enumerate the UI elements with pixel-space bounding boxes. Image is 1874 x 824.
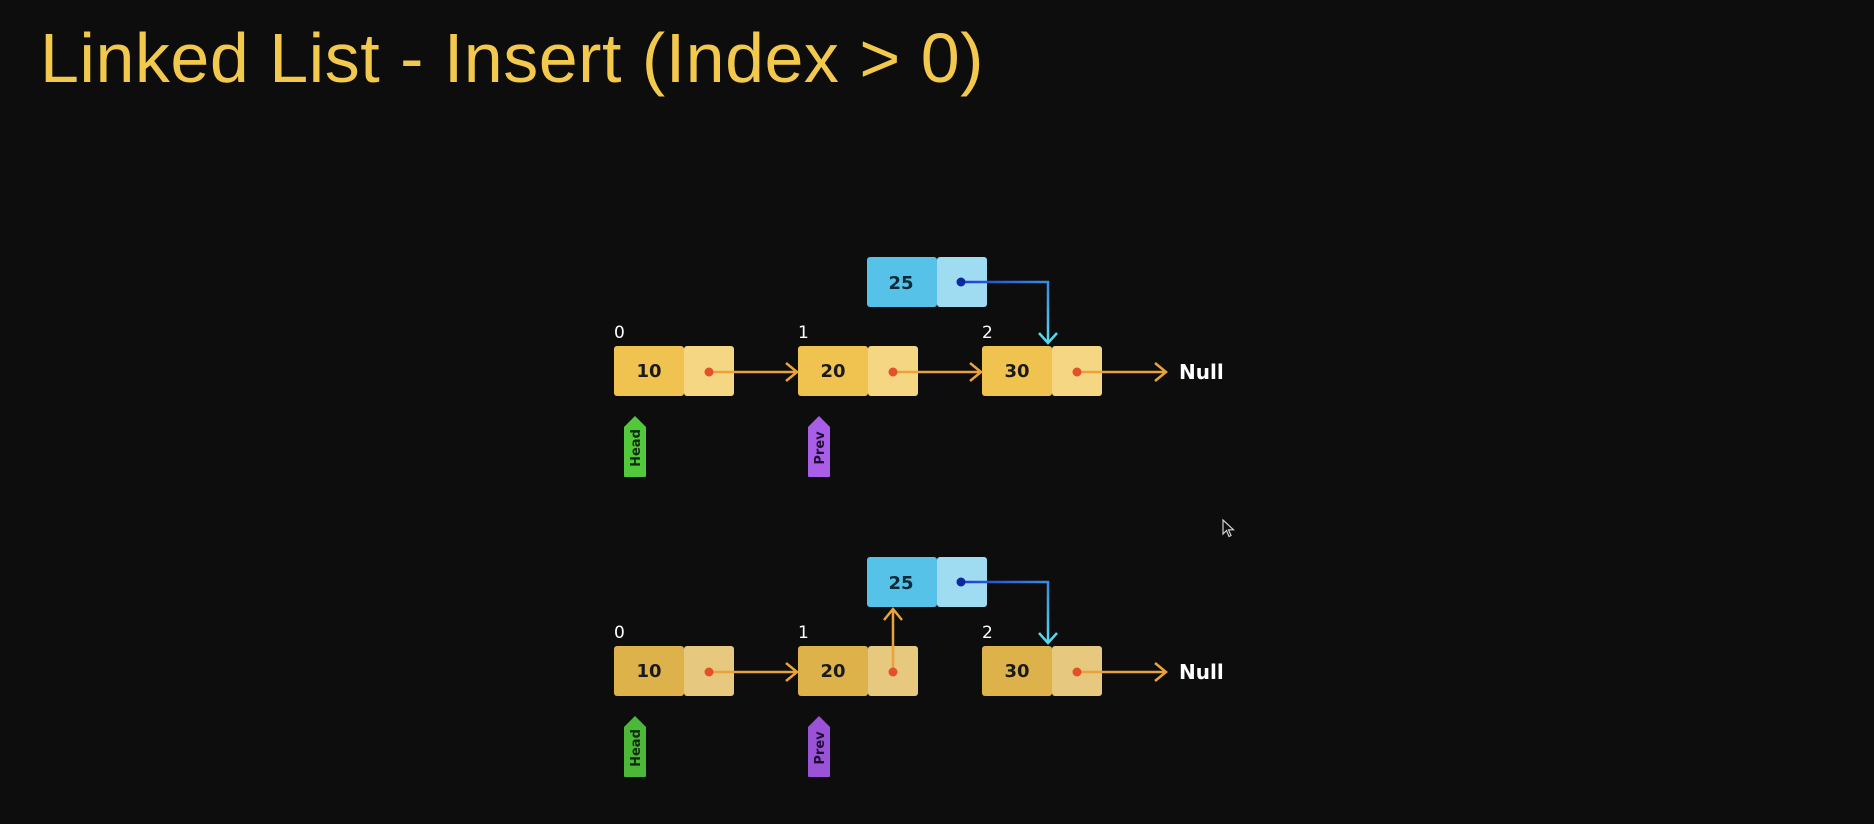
head-label: Head xyxy=(629,729,644,767)
null-label: Null xyxy=(1179,660,1224,684)
pointer-dot xyxy=(1072,367,1082,377)
pointer-arrow xyxy=(709,362,799,382)
page-title: Linked List - Insert (Index > 0) xyxy=(40,19,984,97)
head-tag: Head xyxy=(624,716,646,777)
null-label: Null xyxy=(1179,360,1224,384)
pointer-arrow xyxy=(893,362,983,382)
node-value: 25 xyxy=(888,273,913,294)
node: 10 xyxy=(614,346,734,396)
pointer-arrow xyxy=(1077,362,1168,382)
new-node: 25 xyxy=(867,257,987,307)
pointer-arrow xyxy=(1077,662,1168,682)
index-label: 1 xyxy=(798,323,809,343)
node-value: 10 xyxy=(636,361,661,382)
pointer-arrow xyxy=(709,662,799,682)
node-value: 30 xyxy=(1004,361,1029,382)
diagram-before: 0 1 2 10 20 30 xyxy=(614,257,1224,477)
pointer-arrow xyxy=(883,607,903,672)
mouse-cursor-icon xyxy=(1222,519,1236,538)
node-value: 20 xyxy=(820,361,845,382)
new-node-pointer-arrow xyxy=(961,580,1058,645)
node-value: 10 xyxy=(636,661,661,682)
prev-tag: Prev xyxy=(808,416,830,477)
index-label: 0 xyxy=(614,623,625,643)
index-label: 2 xyxy=(982,623,993,643)
node-value: 20 xyxy=(820,661,845,682)
index-label: 1 xyxy=(798,623,809,643)
pointer-dot xyxy=(704,667,714,677)
pointer-dot xyxy=(888,667,898,677)
pointer-dot xyxy=(888,367,898,377)
node-value: 30 xyxy=(1004,661,1029,682)
pointer-dot xyxy=(956,577,966,587)
diagram-after: 0 1 2 10 20 30 xyxy=(614,557,1224,777)
prev-tag: Prev xyxy=(808,716,830,777)
prev-label: Prev xyxy=(813,731,828,765)
node-value: 25 xyxy=(888,573,913,594)
pointer-dot xyxy=(704,367,714,377)
head-label: Head xyxy=(629,429,644,467)
index-label: 2 xyxy=(982,323,993,343)
pointer-dot xyxy=(1072,667,1082,677)
new-node-pointer-arrow xyxy=(961,280,1058,345)
index-label: 0 xyxy=(614,323,625,343)
head-tag: Head xyxy=(624,416,646,477)
prev-label: Prev xyxy=(813,431,828,465)
node: 20 xyxy=(798,646,918,696)
pointer-dot xyxy=(956,277,966,287)
